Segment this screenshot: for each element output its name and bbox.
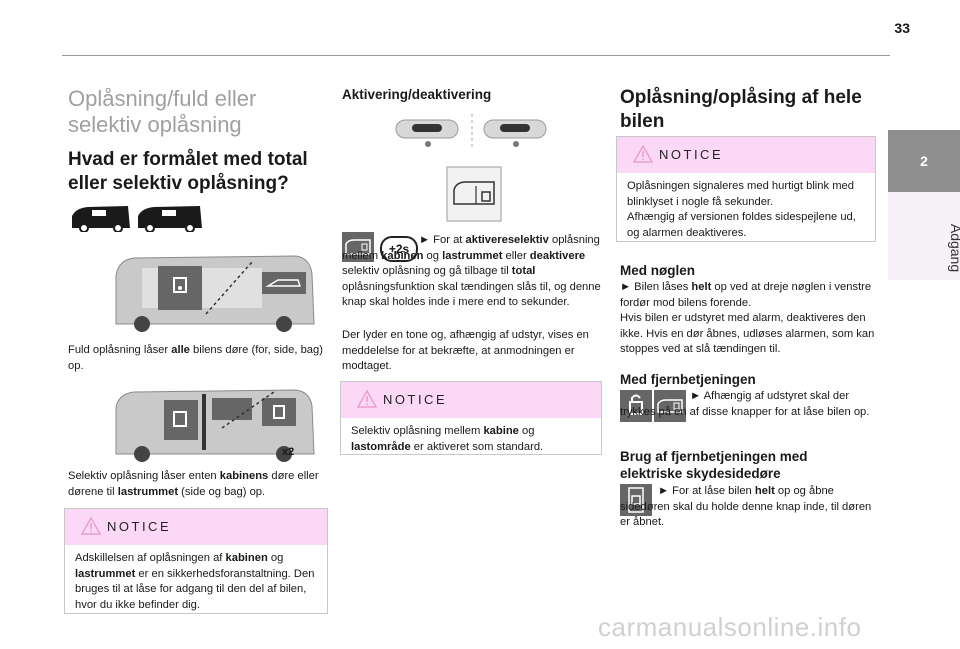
ceiling-console-illustration — [395, 114, 547, 148]
notice-bold2: lastrummet — [75, 567, 136, 580]
key-heading: Med nøglen — [620, 263, 695, 278]
activation-heading: Aktivering/deaktivering — [342, 87, 492, 102]
question-heading: Hvad er formålet med total eller selekti… — [68, 148, 328, 196]
selective-pre: Selektiv oplåsning låser enten — [68, 470, 220, 482]
notice-text2: Afhængig af versionen foldes sidespejlen… — [627, 211, 856, 239]
notice-box-col2: NOTICE Selektiv oplåsning mellem kabine … — [340, 381, 602, 455]
van-full-unlock-illustration — [115, 255, 315, 332]
activation-text: ► For at aktivereselektiv oplåsning mell… — [342, 233, 604, 311]
notice-title: NOTICE — [383, 392, 448, 407]
full-unlock-pre: Fuld oplåsning låser — [68, 344, 172, 356]
van-lock-icon — [342, 232, 374, 262]
whole-vehicle-title-line1: Oplåsning/oplåsing af hele — [620, 87, 862, 108]
notice-box-col3: NOTICE Oplåsningen signaleres med hurtig… — [616, 136, 876, 242]
activation-b4: deaktivere — [529, 249, 586, 262]
key-t1: Bilen låses — [631, 281, 692, 293]
activation-confirm-text: Der lyder en tone og, afhængig af udstyr… — [342, 329, 589, 372]
arrow-bullet: ► — [658, 485, 670, 497]
sliding-heading-line2: elektriske skydesidedøre — [620, 466, 781, 481]
warning-icon — [81, 517, 101, 535]
activation-t5: selektiv oplåsning og gå tilbage til — [342, 265, 512, 277]
full-unlock-post: bilens døre (for, side, bag) op. — [68, 344, 323, 372]
notice-text1: Oplåsningen signaleres med hurtigt blink… — [627, 180, 854, 208]
section-title-line1: Oplåsning/fuld eller — [68, 86, 257, 111]
watermark: carmanualsonline.info — [598, 612, 862, 642]
arrow-bullet: ► — [690, 390, 702, 402]
selective-unlock-text: Selektiv oplåsning låser enten kabinens … — [68, 469, 326, 500]
sliding-heading-line1: Brug af fjernbetjeningen med — [620, 449, 808, 464]
warning-icon — [633, 145, 653, 163]
activation-b2: kabinen — [381, 249, 424, 262]
notice-title: NOTICE — [659, 147, 724, 162]
activation-b1: aktivereselektiv — [465, 234, 549, 246]
whole-vehicle-title: Oplåsning/oplåsing af hele bilen — [620, 86, 880, 134]
selective-bold1: kabinens — [219, 470, 269, 482]
selective-mid: døre eller dørene til — [68, 470, 319, 498]
question-heading-line1: Hvad er formålet med total — [68, 149, 308, 170]
full-unlock-bold: alle — [171, 344, 190, 356]
selective-button-icon — [446, 166, 502, 222]
section-title: Oplåsning/fuld eller selektiv oplåsning — [68, 86, 328, 138]
notice-header: NOTICE — [617, 137, 875, 173]
sliding-door-heading: Brug af fjernbetjeningen med elektriske … — [620, 448, 880, 482]
sliding-door-text: ► For at låse bilen helt op og åbne side… — [620, 484, 878, 531]
sliding-t1: For at låse bilen — [669, 485, 755, 497]
van-selective-unlock-illustration — [115, 389, 315, 462]
notice-header: NOTICE — [341, 382, 601, 418]
notice-post: er aktiveret som standard. — [410, 440, 544, 453]
notice-header: NOTICE — [65, 509, 327, 545]
key-t2: op ved at dreje nøglen i venstre fordør … — [620, 281, 872, 309]
sliding-door-button-icon — [620, 484, 652, 516]
remote-t1: Afhængig af udstyret skal der trykkes på… — [620, 390, 870, 418]
van-silhouettes-icon — [72, 206, 202, 232]
notice-bold2: lastområde — [351, 440, 411, 453]
notice-bold1: kabinen — [225, 552, 268, 564]
chapter-label: Adgang — [948, 223, 960, 273]
notice-mid: og — [267, 552, 284, 564]
notice-box-col1: NOTICE Adskillelsen af oplåsningen af ka… — [64, 508, 328, 614]
whole-vehicle-title-line2: bilen — [620, 111, 665, 132]
van-unlock-button-icon — [654, 390, 686, 422]
hold-2s-icon: +2s — [380, 236, 418, 262]
notice-text: Adskillelsen af oplåsningen af kabinen o… — [65, 545, 327, 621]
warning-icon — [357, 390, 377, 408]
arrow-bullet: ► — [620, 281, 632, 293]
full-unlock-text: Fuld oplåsning låser alle bilens døre (f… — [68, 343, 326, 374]
notice-text: Selektiv oplåsning mellem kabine og last… — [341, 418, 601, 463]
notice-bold1: kabine — [483, 425, 519, 437]
x2-badge: x2 — [282, 446, 295, 458]
notice-mid: og — [518, 425, 535, 437]
key-text: ► Bilen låses helt op ved at dreje nøgle… — [620, 280, 878, 311]
activation-t3: og — [423, 249, 443, 262]
key-alarm-text: Hvis bilen er udstyret med alarm, deakti… — [620, 312, 875, 355]
arrow-bullet: ► — [419, 234, 431, 246]
page-number: 33 — [894, 20, 910, 36]
remote-heading: Med fjernbetjeningen — [620, 372, 756, 387]
key-b1: helt — [691, 281, 712, 293]
selective-bold2: lastrummet — [117, 485, 179, 498]
notice-body: Oplåsningen signaleres med hurtigt blink… — [617, 173, 875, 249]
chapter-number: 2 — [888, 130, 960, 192]
header-rule — [62, 55, 890, 56]
notice-title: NOTICE — [107, 519, 172, 534]
notice-pre: Selektiv oplåsning mellem — [351, 425, 484, 437]
sliding-t2: op og åbne sidedøren skal du holde denne… — [620, 485, 872, 528]
selective-post: (side og bag) op. — [178, 485, 266, 498]
activation-t6: oplåsningsfunktion skal tændingen slås t… — [342, 280, 601, 309]
activation-t2: oplåsning mellem — [342, 234, 600, 262]
section-title-line2: selektiv oplåsning — [68, 112, 242, 137]
remote-text: ► Afhængig af udstyret skal der trykkes … — [620, 389, 878, 420]
activation-t1: For at — [430, 234, 466, 246]
unlock-button-icon — [620, 390, 652, 422]
notice-pre: Adskillelsen af oplåsningen af — [75, 552, 226, 564]
notice-post: er en sikkerhedsforanstaltning. Den brug… — [75, 567, 315, 611]
sliding-b1: helt — [754, 485, 775, 497]
question-heading-line2: eller selektiv oplåsning? — [68, 173, 289, 194]
activation-b5: total — [511, 265, 536, 277]
activation-t4: eller — [502, 249, 530, 262]
activation-b3: lastrummet — [442, 249, 503, 262]
